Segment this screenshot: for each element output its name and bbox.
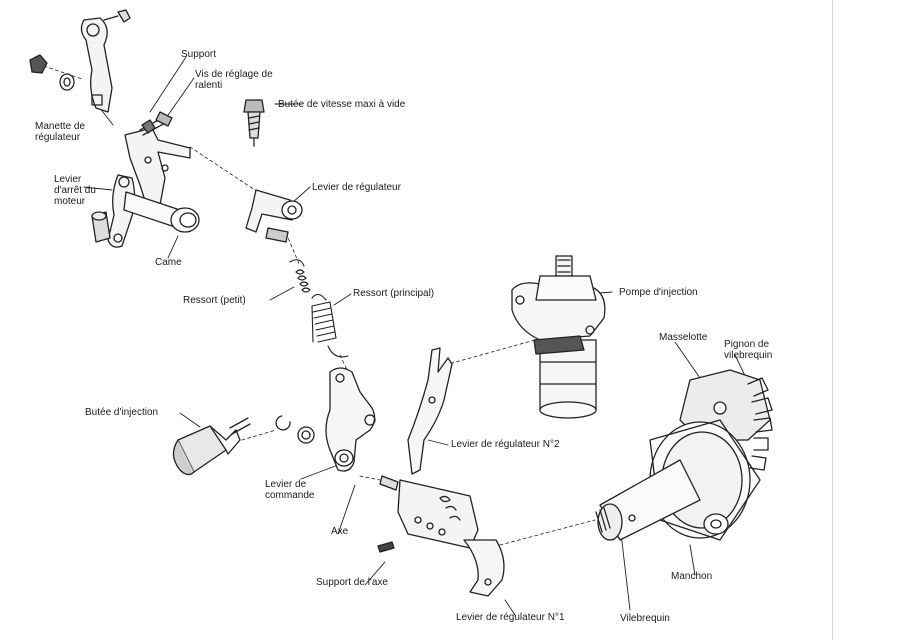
label-butee-injection: Butée d'injection xyxy=(85,407,159,418)
butee-vitesse-maxi-part xyxy=(243,99,265,147)
leader-lines xyxy=(83,56,753,616)
support-bracket-part xyxy=(124,111,191,211)
label-support-axe: Support de l'axe xyxy=(316,577,388,588)
assembly-lines xyxy=(43,65,596,546)
vilebrequin-part xyxy=(595,369,773,541)
levier-regulateur-part xyxy=(245,189,303,243)
label-butee-vitesse-maxi: Butée de vitesse maxi à vide xyxy=(278,99,406,110)
butee-injection-part xyxy=(172,417,251,476)
label-pompe-injection: Pompe d'injection xyxy=(619,287,698,298)
label-vilebrequin: Vilebrequin xyxy=(620,613,670,624)
manette-regulateur-part xyxy=(29,9,131,113)
support-axe-part xyxy=(377,475,505,597)
label-levier-arret-moteur: Levier d'arrêt du moteur xyxy=(54,174,96,207)
label-levier-commande: Levier de commande xyxy=(265,479,315,501)
pompe-injection-part xyxy=(511,255,606,419)
label-levier-regulateur: Levier de régulateur xyxy=(312,182,401,193)
label-manchon: Manchon xyxy=(671,571,713,582)
label-ressort-petit: Ressort (petit) xyxy=(183,295,246,306)
levier-arret-part xyxy=(91,174,200,248)
page-edge xyxy=(832,0,833,640)
label-support: Support xyxy=(181,49,217,60)
label-levier-regulateur-2: Levier de régulateur N°2 xyxy=(451,439,560,450)
levier-commande-part xyxy=(325,367,376,472)
label-masselotte: Masselotte xyxy=(659,332,708,343)
levier-regulateur-2-part xyxy=(407,347,453,475)
label-manette-regulateur: Manette de régulateur xyxy=(35,121,86,143)
label-axe: Axe xyxy=(331,526,349,537)
label-ressort-principal: Ressort (principal) xyxy=(353,288,435,299)
clip-washer-part xyxy=(275,415,315,444)
label-levier-regulateur-1: Levier de régulateur N°1 xyxy=(456,612,565,623)
ressort-petit-part xyxy=(289,259,311,293)
ressort-principal-part xyxy=(311,293,349,358)
label-came: Came xyxy=(155,257,182,268)
label-vis-reglage-ralenti: Vis de réglage de ralenti xyxy=(195,69,273,91)
label-pignon-vilebrequin: Pignon de vilebrequin xyxy=(724,339,773,361)
